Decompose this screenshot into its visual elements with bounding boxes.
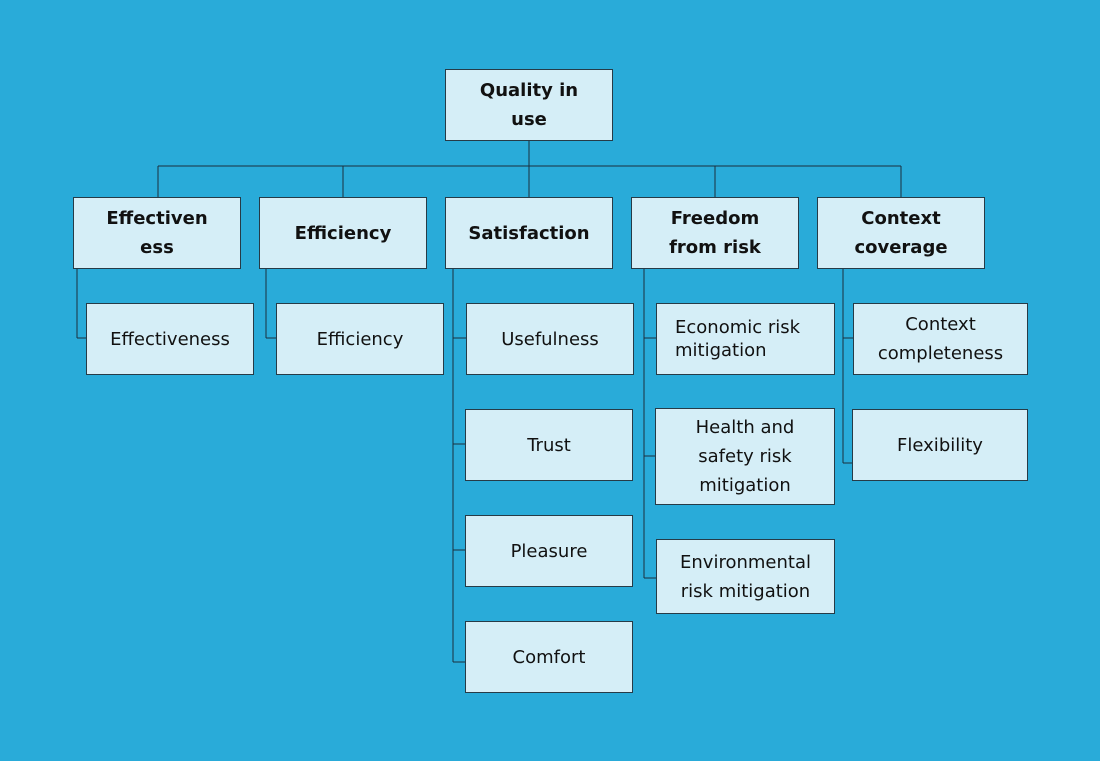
node-label: Effectiven ess bbox=[106, 208, 208, 258]
node-label: Freedom from risk bbox=[669, 208, 761, 258]
node-label: Flexibility bbox=[897, 434, 983, 456]
node-label: Health and safety risk mitigation bbox=[695, 417, 795, 496]
node-sub-effectiveness: Effectiveness bbox=[86, 303, 254, 375]
node-label: Pleasure bbox=[510, 540, 588, 562]
node-label: Environmental risk mitigation bbox=[680, 551, 811, 602]
node-label: Quality in use bbox=[479, 80, 579, 130]
node-label: Satisfaction bbox=[468, 222, 590, 244]
node-label: Economic risk mitigation bbox=[675, 317, 801, 361]
node-label: Comfort bbox=[512, 646, 586, 668]
node-label: Efficiency bbox=[294, 222, 392, 244]
node-context-coverage: Context coverage bbox=[817, 197, 985, 269]
node-label: Effectiveness bbox=[110, 328, 230, 350]
node-sub-economic-risk: Economic risk mitigation bbox=[656, 303, 835, 375]
node-quality-in-use: Quality in use bbox=[445, 69, 613, 141]
node-sub-trust: Trust bbox=[465, 409, 633, 481]
node-freedom-from-risk: Freedom from risk bbox=[631, 197, 799, 269]
node-sub-health-safety-risk: Health and safety risk mitigation bbox=[655, 408, 835, 505]
node-label: Context completeness bbox=[877, 314, 1004, 364]
node-sub-environmental-risk: Environmental risk mitigation bbox=[656, 539, 835, 614]
node-label: Context coverage bbox=[854, 208, 948, 258]
node-sub-pleasure: Pleasure bbox=[465, 515, 633, 587]
node-label: Trust bbox=[527, 434, 571, 456]
node-label: Efficiency bbox=[316, 328, 404, 350]
node-sub-context-completeness: Context completeness bbox=[853, 303, 1028, 375]
node-sub-comfort: Comfort bbox=[465, 621, 633, 693]
node-label: Usefulness bbox=[501, 328, 599, 350]
node-sub-efficiency: Efficiency bbox=[276, 303, 444, 375]
node-efficiency: Efficiency bbox=[259, 197, 427, 269]
node-satisfaction: Satisfaction bbox=[445, 197, 613, 269]
node-sub-usefulness: Usefulness bbox=[466, 303, 634, 375]
node-effectiveness: Effectiven ess bbox=[73, 197, 241, 269]
node-sub-flexibility: Flexibility bbox=[852, 409, 1028, 481]
